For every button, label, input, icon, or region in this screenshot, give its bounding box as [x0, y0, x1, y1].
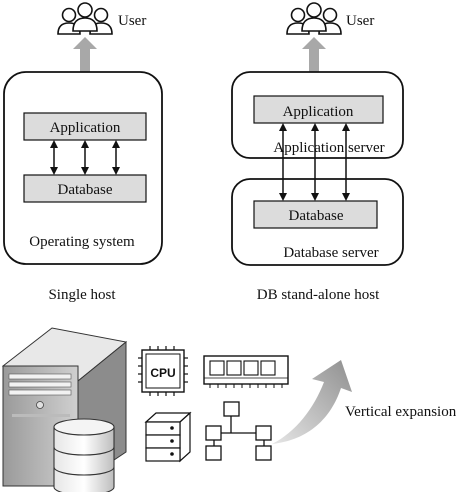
single-host-group: User Application Database Operating syst…: [3, 2, 163, 303]
operating-system-label: Operating system: [29, 234, 135, 250]
disk-drive-icon: [144, 411, 192, 463]
users-icon: [286, 2, 342, 35]
vertical-expansion-group: CPU: [1, 327, 457, 492]
cpu-label: CPU: [150, 366, 175, 380]
memory-module-icon: [203, 355, 289, 388]
standalone-host-caption: DB stand-alone host: [257, 287, 380, 303]
database-label: Database: [289, 208, 344, 224]
database-box: [253, 200, 378, 229]
database-server-label: Database server: [283, 245, 378, 261]
users-icon: [57, 2, 113, 35]
application-label: Application: [50, 120, 121, 136]
network-topology-icon: [205, 401, 272, 461]
application-label: Application: [283, 104, 354, 120]
vertical-expansion-label: Vertical expansion: [345, 404, 457, 420]
application-box: [23, 112, 147, 141]
standalone-host-group: User Application Application server Data…: [231, 2, 404, 303]
database-label: Database: [58, 182, 113, 198]
curved-up-arrow-icon: [272, 360, 352, 444]
database-cylinder-icon: [53, 418, 115, 492]
user-label: User: [118, 13, 146, 29]
cpu-chip-icon: CPU: [138, 346, 188, 396]
application-server-label: Application server: [273, 140, 384, 156]
user-double-arrow: [73, 37, 97, 87]
application-box: [253, 95, 384, 124]
single-host-caption: Single host: [48, 287, 116, 303]
user-double-arrow: [302, 37, 326, 87]
database-box: [23, 174, 147, 203]
user-label: User: [346, 13, 374, 29]
